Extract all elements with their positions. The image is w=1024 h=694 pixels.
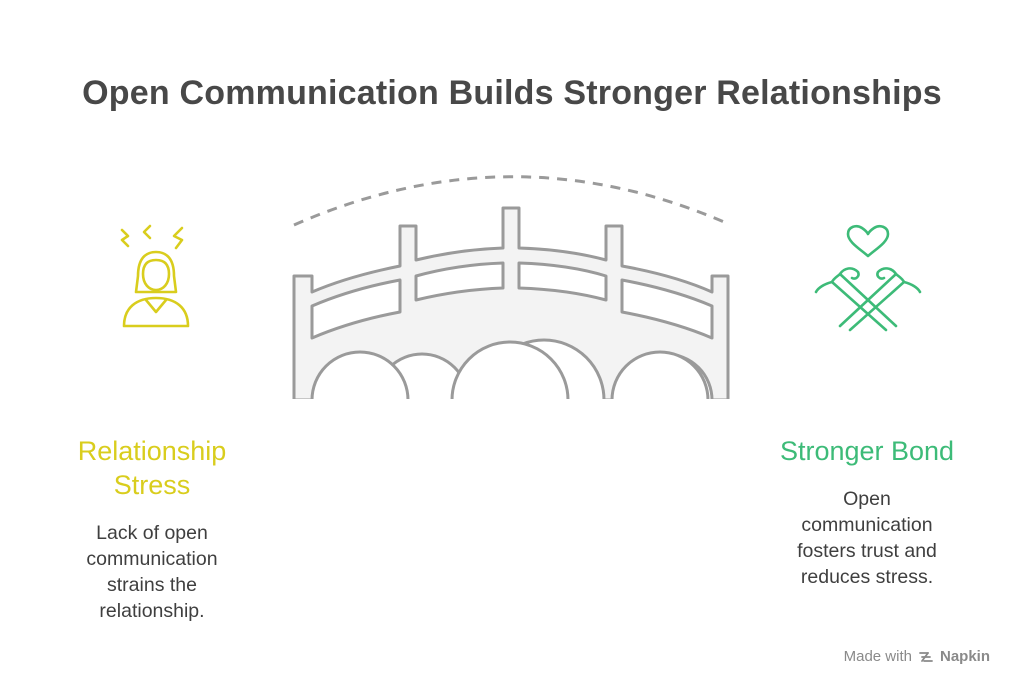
left-description: Lack of open communication strains the r… [52, 520, 252, 624]
footer-prefix: Made with [843, 648, 912, 665]
bridge-icon [280, 160, 740, 410]
right-desc-line: reduces stress. [800, 566, 934, 588]
handshake-heart-icon [810, 222, 926, 332]
left-title-line1: Relationship [77, 436, 227, 466]
napkin-logo-icon [919, 651, 933, 662]
right-title: Stronger Bond [779, 436, 955, 466]
stressed-person-icon [110, 218, 200, 338]
dashed-arc [293, 175, 725, 227]
right-desc-line: communication [801, 514, 933, 536]
left-title: Relationship Stress [42, 434, 262, 502]
left-title-line2: Stress [113, 470, 191, 500]
page-title: Open Communication Builds Stronger Relat… [82, 74, 942, 112]
made-with-footer[interactable]: Made with Napkin [844, 648, 990, 665]
right-description: Open communication fosters trust and red… [767, 486, 967, 590]
left-desc-line: relationship. [99, 600, 205, 622]
left-desc-line: communication [86, 548, 218, 570]
footer-brand: Napkin [939, 648, 990, 665]
right-desc-line: fosters trust and [797, 540, 937, 562]
left-desc-line: strains the [107, 574, 197, 596]
right-desc-line: Open [843, 488, 891, 510]
left-desc-line: Lack of open [96, 522, 208, 544]
